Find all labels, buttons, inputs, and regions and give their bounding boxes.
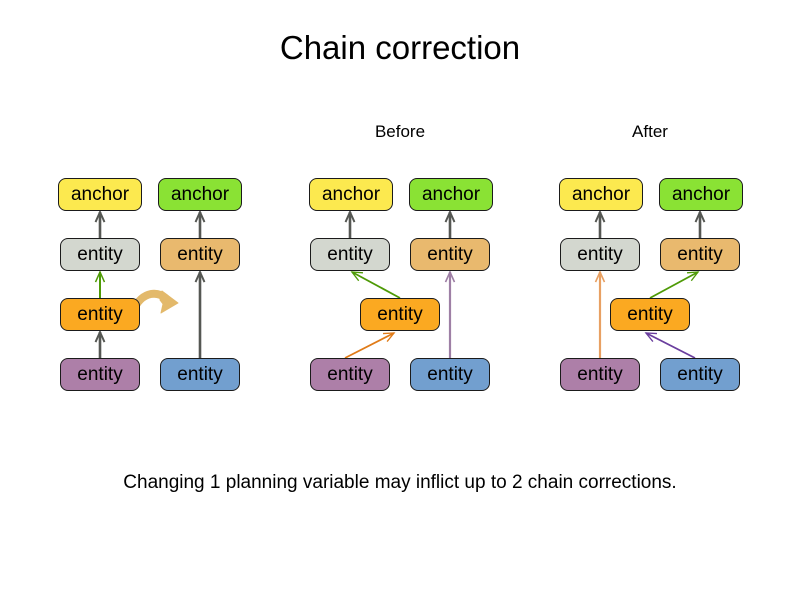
panel-after-entity-grey[interactable]: entity [560,238,640,271]
edge-blue-to-tan-arrowhead [194,269,206,283]
edge-blue-to-tan [194,269,206,358]
edge-purple-to-orange-arrowhead [94,329,106,343]
edge-blue-to-orange [644,332,696,359]
edge-grey-to-yellow-anchor-arrowhead [594,209,606,223]
page-title: Chain correction [279,29,521,66]
edge-orange-to-grey [350,271,401,299]
edge-orange-to-grey [94,270,106,298]
panel-initial-entity-tan[interactable]: entity [160,238,240,271]
edge-orange-to-grey-arrowhead [94,270,106,283]
edge-grey-to-yellow-anchor [94,209,106,238]
edge-orange-to-tan-arrowhead [686,271,700,282]
edge-purple-to-grey [594,269,606,358]
panel-label-after: After [632,122,668,141]
panel-initial-entity-orange[interactable]: entity [60,298,140,331]
edge-grey-to-yellow-anchor [344,209,356,238]
panel-after-entity-purple[interactable]: entity [560,358,640,391]
edge-tan-to-green-anchor [694,209,706,238]
edge-tan-to-green-anchor-arrowhead [444,209,456,223]
edge-orange-to-grey-shaft [351,271,401,299]
panel-before-entity-purple[interactable]: entity [310,358,390,391]
edge-purple-to-orange-shaft [344,332,395,359]
panel-label-before: Before [374,122,426,141]
edge-tan-to-green-anchor [194,209,206,238]
panel-after-entity-tan[interactable]: entity [660,238,740,271]
edge-purple-to-grey-arrowhead [594,269,606,283]
panel-before-anchor-green[interactable]: anchor [409,178,493,211]
edge-orange-to-grey-arrowhead [350,271,364,282]
panel-before-entity-blue[interactable]: entity [410,358,490,391]
panel-initial-entity-blue[interactable]: entity [160,358,240,391]
edge-orange-to-tan-shaft [649,271,699,299]
edge-purple-to-orange-arrowhead [382,332,396,342]
panel-initial-anchor-green[interactable]: anchor [158,178,242,211]
edge-tan-to-green-anchor-arrowhead [694,209,706,223]
edge-blue-to-tan-arrowhead [444,269,456,283]
panel-initial-entity-grey[interactable]: entity [60,238,140,271]
edge-tan-to-green-anchor-arrowhead [194,209,206,223]
panel-before-entity-tan[interactable]: entity [410,238,490,271]
edge-purple-to-orange [94,329,106,358]
edge-blue-to-orange-arrowhead [644,332,658,342]
panel-after-entity-orange[interactable]: entity [610,298,690,331]
panel-after-anchor-yellow[interactable]: anchor [559,178,643,211]
panel-after-entity-blue[interactable]: entity [660,358,740,391]
move-curved-arrow-arrowhead [159,290,179,314]
panel-before-entity-grey[interactable]: entity [310,238,390,271]
edge-tan-to-green-anchor [444,209,456,238]
edge-orange-to-tan [649,271,700,299]
panel-initial-anchor-yellow[interactable]: anchor [58,178,142,211]
edge-grey-to-yellow-anchor [594,209,606,238]
edge-grey-to-yellow-anchor-arrowhead [94,209,106,223]
edge-grey-to-yellow-anchor-arrowhead [344,209,356,223]
edge-purple-to-orange [344,332,396,359]
edge-blue-to-orange-shaft [645,332,696,359]
panel-after-anchor-green[interactable]: anchor [659,178,743,211]
edge-blue-to-tan [444,269,456,358]
panel-initial-entity-purple[interactable]: entity [60,358,140,391]
panel-before-entity-orange[interactable]: entity [360,298,440,331]
panel-before-anchor-yellow[interactable]: anchor [309,178,393,211]
slide-caption: Changing 1 planning variable may inflict… [123,472,677,493]
